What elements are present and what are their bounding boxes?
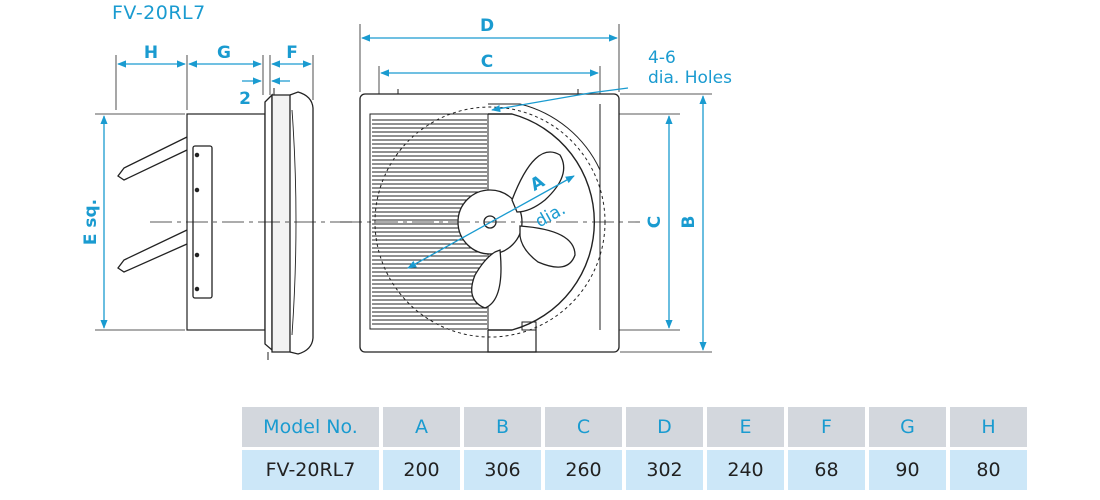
model-title: FV-20RL7 <box>112 2 206 24</box>
table-header-cell: B <box>462 407 545 450</box>
table-cell: FV-20RL7 <box>242 448 383 493</box>
side-view <box>95 55 355 360</box>
table-cell: 240 <box>705 448 788 493</box>
dim-label-h: H <box>144 43 158 63</box>
holes-label-line1: 4-6 <box>648 48 676 68</box>
table-header-cell: D <box>624 407 707 450</box>
dim-label-d: D <box>480 16 494 36</box>
table-header-row: Model No. A B C D E F G H <box>242 407 1031 450</box>
dim-label-c-top: C <box>481 52 493 72</box>
table-header-cell: H <box>948 407 1031 450</box>
dim-label-2: 2 <box>239 89 251 109</box>
table-cell: 302 <box>624 448 707 493</box>
table-header-cell: Model No. <box>242 407 383 450</box>
table-header-cell: G <box>867 407 950 450</box>
table-header-cell: F <box>786 407 869 450</box>
table-cell: 260 <box>543 448 626 493</box>
dim-label-c-right: C <box>645 216 665 228</box>
holes-label-line2: dia. Holes <box>648 68 732 88</box>
front-dimensions <box>361 34 707 351</box>
dim-label-f: F <box>286 43 298 63</box>
fan-dimension-drawing: H G F 2 E sq. <box>81 16 732 360</box>
table-header-cell: E <box>705 407 788 450</box>
table-cell: 68 <box>786 448 869 493</box>
table-row: FV-20RL7 200 306 260 302 240 68 90 80 <box>242 448 1031 493</box>
table-header-cell: A <box>381 407 464 450</box>
table-cell: 90 <box>867 448 950 493</box>
dimension-table: Model No. A B C D E F G H FV-20RL7 200 3… <box>242 407 1031 493</box>
dim-label-g: G <box>217 43 231 63</box>
table-cell: 306 <box>462 448 545 493</box>
table-header-cell: C <box>543 407 626 450</box>
side-dimensions <box>100 60 312 329</box>
dim-label-b: B <box>679 216 699 229</box>
table-cell: 200 <box>381 448 464 493</box>
table-cell: 80 <box>948 448 1031 493</box>
dim-label-e-sq: E sq. <box>81 199 101 245</box>
